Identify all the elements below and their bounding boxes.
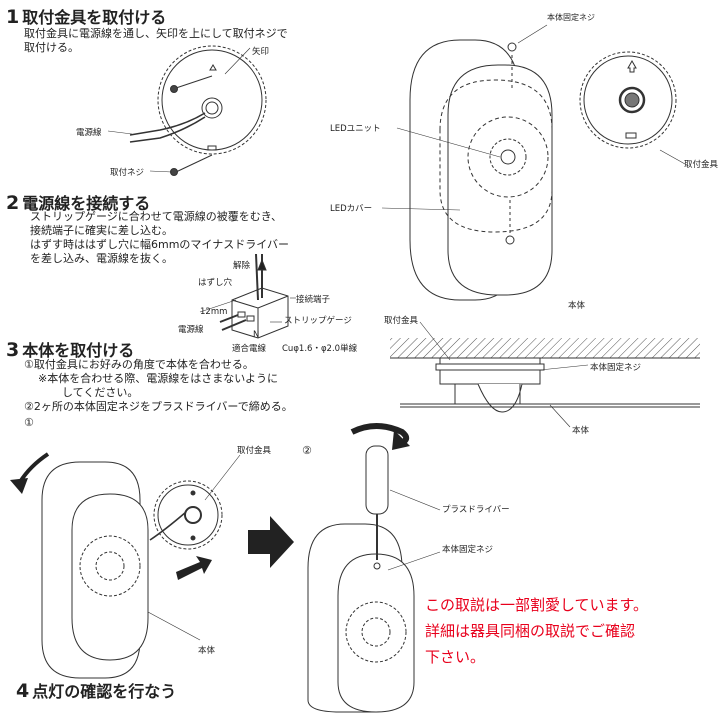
step1-line: 取付金具に電源線を通し、矢印を上にして取付ネジで — [24, 27, 288, 40]
step1-number: 1 — [6, 6, 20, 28]
step3-marker-1: ① — [24, 416, 34, 429]
body-screw-icon — [505, 235, 515, 245]
label-led-cover: LEDカバー — [330, 204, 373, 214]
step3-title: 本体を取付ける — [22, 341, 135, 360]
label-release: 解除 — [233, 261, 251, 271]
body-screw-icon — [373, 562, 381, 570]
terminal-block-figure — [199, 253, 296, 339]
label-body-side: 本体 — [572, 426, 590, 436]
side-view-figure — [390, 321, 700, 428]
label-body-screw-top: 本体固定ネジ — [547, 13, 595, 22]
label-body-exploded: 本体 — [568, 301, 586, 311]
label-body-screw-step3: 本体固定ネジ — [442, 545, 494, 555]
step2-line: を差し込み、電源線を抜く。 — [30, 252, 173, 265]
body-screw-icon — [507, 42, 517, 52]
label-body-step3: 本体 — [198, 646, 216, 656]
label-strip-gauge: ストリップゲージ — [284, 316, 352, 326]
step3-line: ①取付金具にお好みの角度で本体を合わせる。 — [24, 358, 254, 371]
step4-title: 点灯の確認を行なう — [32, 682, 177, 701]
exploded-view-figure — [381, 24, 686, 301]
step3-line: ②2ヶ所の本体固定ネジをプラスドライバーで締める。 — [24, 400, 293, 413]
step2-line: 接続端子に確実に差し込む。 — [30, 224, 173, 237]
step2-line: はずす時ははずし穴に幅6mmのマイナスドライバー — [30, 238, 289, 251]
note-line: 下さい。 — [425, 648, 486, 666]
step1-line: 取付ける。 — [24, 41, 79, 54]
next-step-arrow-icon — [248, 516, 294, 568]
rotate-arrow-head-icon — [10, 478, 28, 494]
note-line: 詳細は器具同梱の取説でご確認 — [425, 622, 636, 640]
label-body-screw-side: 本体固定ネジ — [590, 363, 642, 373]
label-n-mark: N — [253, 330, 260, 340]
step2-title: 電源線を接続する — [22, 194, 151, 213]
push-arrow-icon — [176, 556, 212, 580]
step2-number: 2 — [6, 192, 20, 214]
label-bracket-exploded: 取付金具 — [684, 160, 719, 170]
note-line: この取説は一部割愛しています。 — [425, 596, 649, 614]
step3-number: 3 — [6, 339, 20, 361]
label-power-wire: 電源線 — [76, 128, 102, 138]
label-bracket-side: 取付金具 — [384, 316, 419, 326]
label-wire-spec: Cuφ1.6・φ2.0単線 — [282, 344, 358, 354]
twist-arrow-head-icon — [392, 430, 410, 450]
step1-text: 取付金具に電源線を通し、矢印を上にして取付ネジで 取付ける。 — [24, 27, 288, 55]
label-release-hole: はずし穴 — [198, 278, 233, 288]
label-wire-step2: 電源線 — [178, 325, 204, 335]
step3-mount-figure — [41, 454, 241, 679]
abridged-note: この取説は一部割愛しています。 詳細は器具同梱の取説でご確認 下さい。 — [425, 592, 648, 670]
step3-screwdriver-figure — [307, 445, 441, 713]
step1-bracket-figure — [129, 45, 267, 173]
step3-text: ①取付金具にお好みの角度で本体を合わせる。 ※本体を合わせる際、電源線をはさまな… — [24, 358, 293, 414]
label-suitable-wire: 適合電線 — [232, 344, 267, 354]
step3-line: してください。 — [62, 386, 139, 399]
label-bracket-step3: 取付金具 — [237, 446, 272, 456]
screw-icon — [170, 85, 178, 93]
rotate-arrow-icon — [18, 452, 50, 484]
step1-title: 取付金具を取付ける — [22, 8, 167, 27]
label-screwdriver: プラスドライバー — [442, 505, 510, 515]
label-arrow-mark: 矢印 — [252, 47, 270, 57]
label-strip-length: 12mm — [200, 307, 228, 317]
label-mount-screw: 取付ネジ — [110, 168, 145, 178]
step4-number: 4 — [16, 680, 30, 702]
label-terminal: 接続端子 — [296, 295, 331, 305]
step3-line: ※本体を合わせる際、電源線をはさまないように — [38, 372, 278, 385]
label-led-unit: LEDユニット — [330, 124, 381, 134]
step2-text: ストリップゲージに合わせて電源線の被覆をむき、 接続端子に確実に差し込む。 はず… — [30, 210, 289, 266]
step3-marker-2: ② — [302, 444, 312, 457]
step2-line: ストリップゲージに合わせて電源線の被覆をむき、 — [30, 210, 283, 223]
